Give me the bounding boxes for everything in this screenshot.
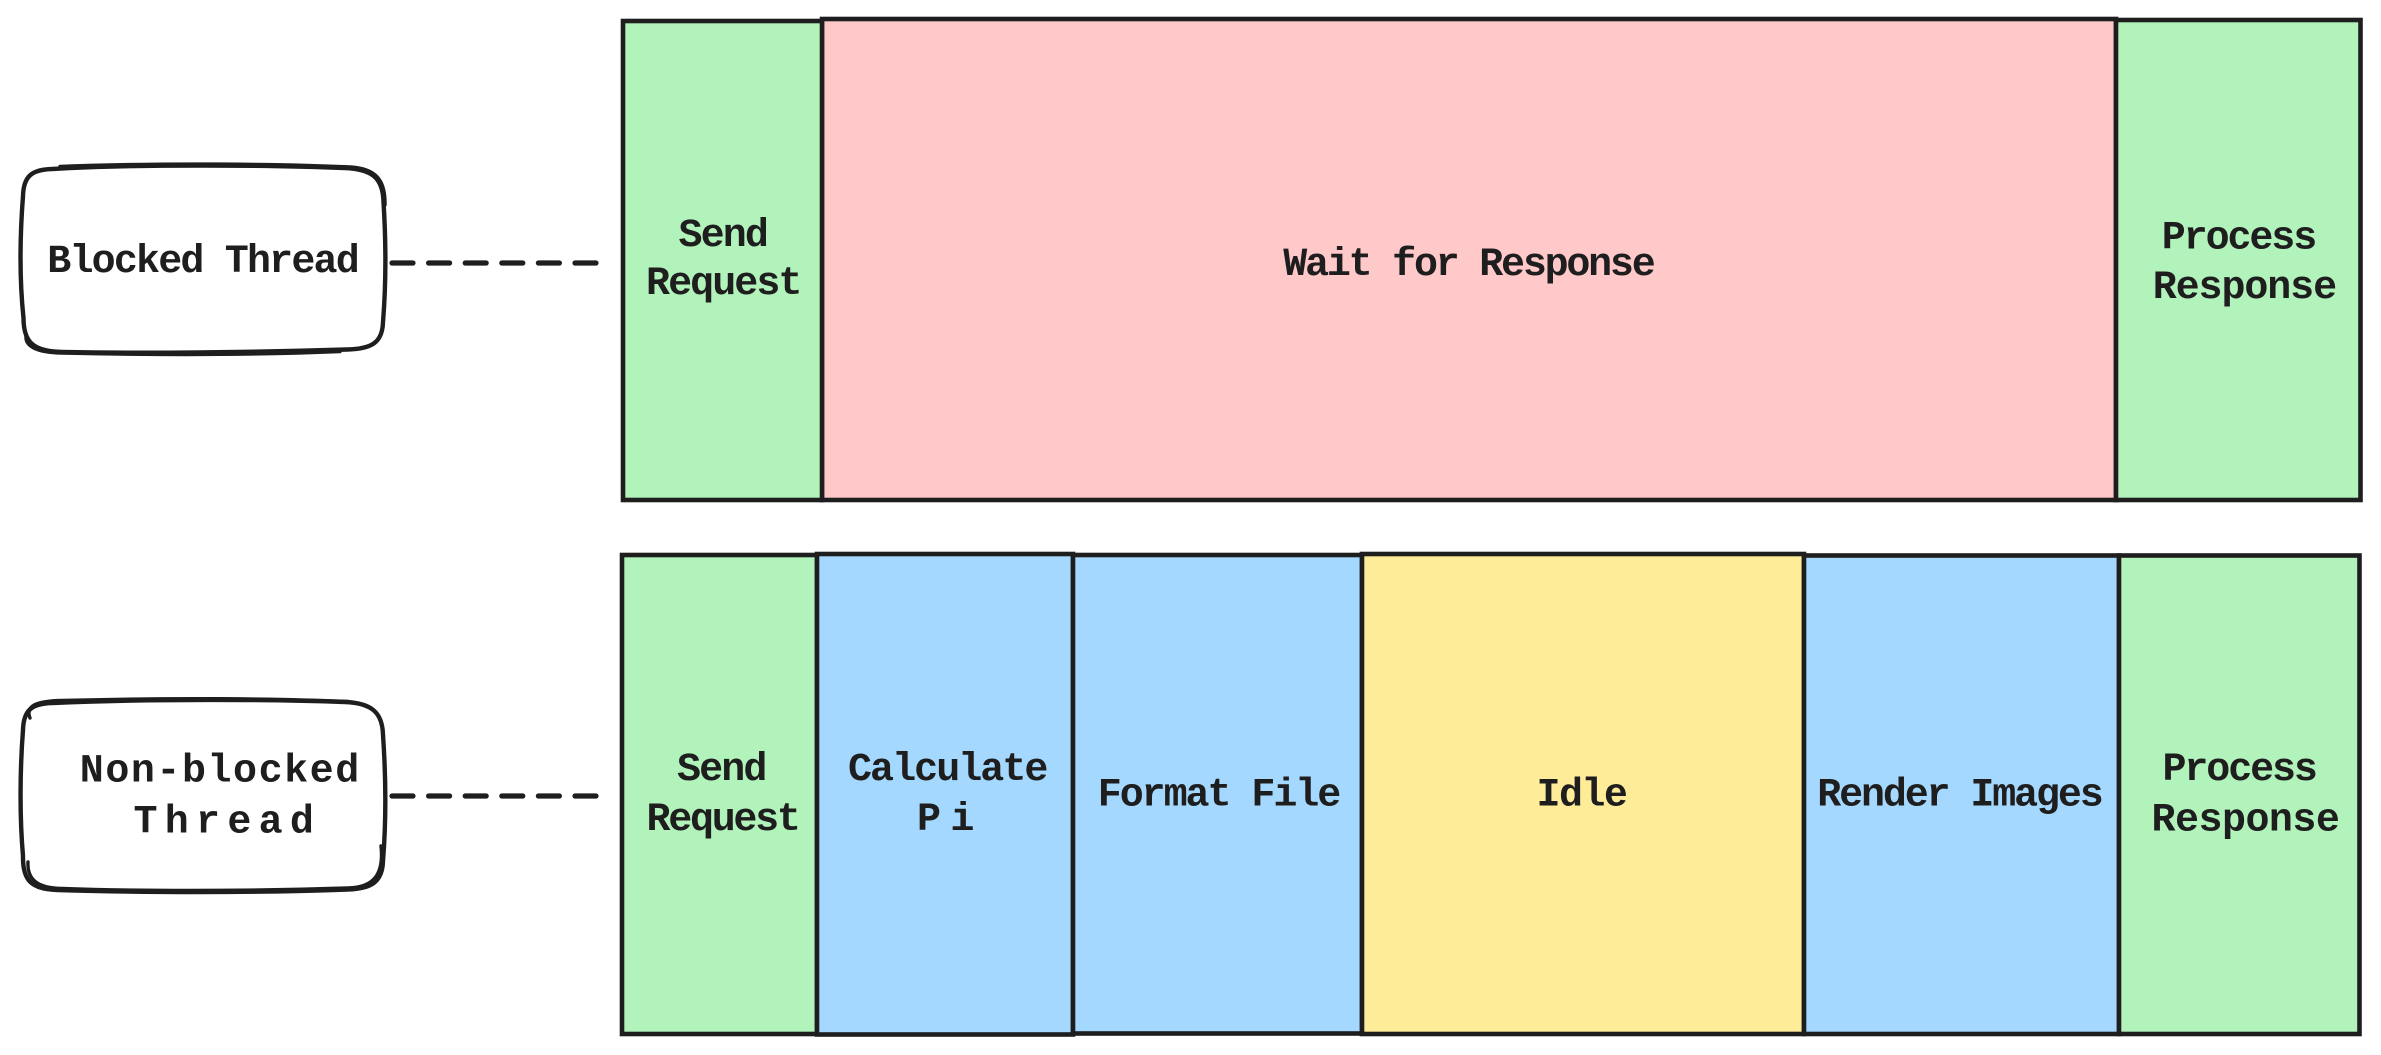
svg-text:Process: Process — [2162, 217, 2315, 262]
svg-text:Render Images: Render Images — [1817, 774, 2101, 819]
svg-text:Format File: Format File — [1098, 774, 1340, 819]
svg-text:Non-blocked: Non-blocked — [80, 750, 357, 795]
svg-text:Response: Response — [2153, 266, 2336, 311]
svg-text:Send: Send — [677, 748, 765, 793]
svg-text:Wait for Response: Wait for Response — [1283, 243, 1654, 288]
svg-text:Request: Request — [646, 262, 800, 307]
svg-text:Send: Send — [679, 214, 767, 259]
svg-text:Idle: Idle — [1537, 774, 1627, 819]
svg-text:Process: Process — [2163, 748, 2316, 793]
svg-text:Request: Request — [647, 798, 799, 843]
svg-text:Calculate: Calculate — [848, 748, 1047, 793]
svg-text:Response: Response — [2152, 799, 2339, 844]
svg-text:Blocked Thread: Blocked Thread — [47, 240, 357, 285]
